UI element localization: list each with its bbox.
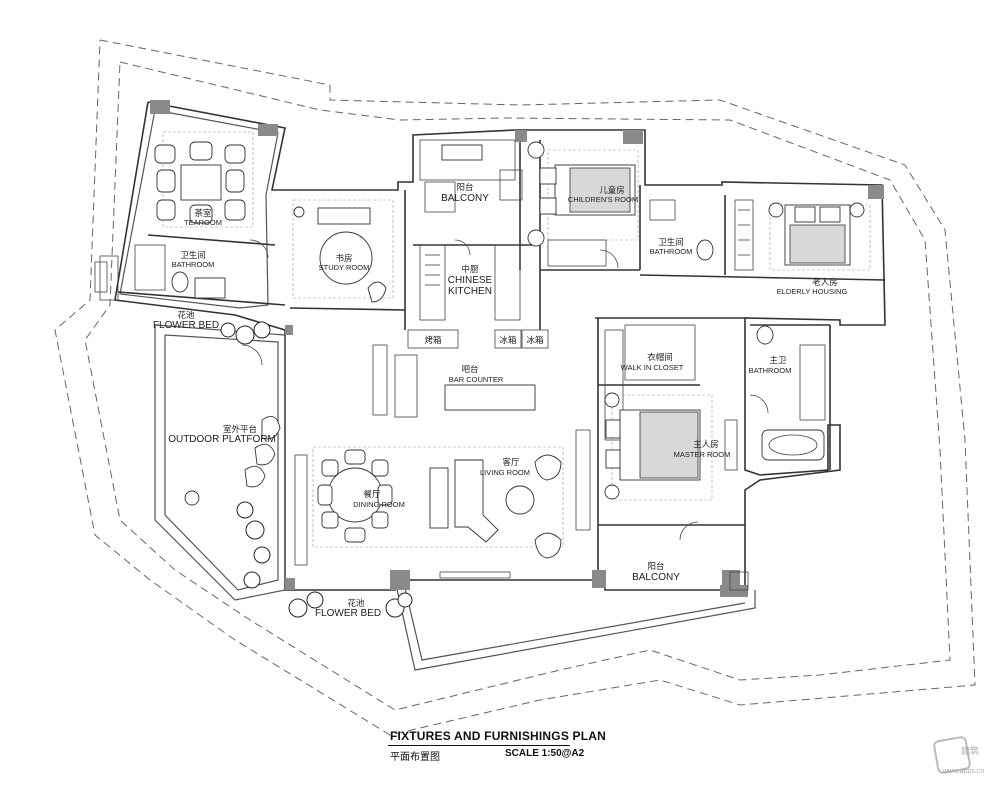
roof-outline [54,39,976,736]
label-flower-bed-n-en: FLOWER BED [153,320,219,331]
label-bar-en: BAR COUNTER [449,375,504,384]
door-swings [241,239,769,541]
label-study-cn: 书房 [335,253,352,264]
kitchen-balcony-fixtures [407,139,549,349]
label-kitchen-en1: CHINESE [448,275,493,286]
living-dining-furniture [294,429,591,579]
label-oven: 烤箱 [424,335,442,346]
trees [220,321,413,618]
label-bathroom-nw-cn: 卫生间 [180,250,206,261]
label-kitchen-cn: 中厨 [461,264,479,275]
label-living-cn: 客厅 [502,457,520,468]
room-labels: 茶室 TEAROOM 卫生间 BATHROOM 花池 FLOWER BED 书房… [153,182,848,619]
study-furniture [292,199,394,303]
label-living-en: LIVING ROOM [480,468,530,477]
label-bathroom-mid-en: BATHROOM [650,247,693,256]
label-outdoor-en: OUTDOOR PLATFORM [168,434,276,445]
title-underline [388,745,570,746]
plan-scale: SCALE 1:50@A2 [505,748,585,759]
label-master-bath-en: BATHROOM [749,366,792,375]
label-tearoom-cn: 茶室 [194,208,212,219]
label-fridge-2: 冰箱 [526,335,544,346]
label-dining-en: DINING ROOM [353,500,405,509]
label-closet-en: WALK IN CLOSET [621,363,684,372]
label-bathroom-mid-cn: 卫生间 [658,237,684,248]
label-balcony-n-en: BALCONY [441,193,489,204]
tearoom-furniture [154,131,254,228]
children-room-furniture [527,141,639,267]
label-children-en: CHILDREN'S ROOM [568,195,638,204]
label-bathroom-nw-en: BATHROOM [172,260,215,269]
label-balcony-n-cn: 阳台 [456,182,473,193]
label-dining-cn: 餐厅 [363,490,381,500]
label-closet-cn: 衣帽间 [647,352,673,363]
label-elderly-en: ELDERLY HOUSING [777,287,848,296]
label-master-bath-cn: 主卫 [769,355,787,366]
watermark-logo: 建筑 www.abbs.cn [932,735,991,778]
plan-title: FIXTURES AND FURNISHINGS PLAN [390,729,607,743]
label-master-en: MASTER ROOM [674,450,731,459]
label-children-cn: 儿童房 [599,185,625,196]
label-study-en: STUDY ROOM [319,263,370,272]
outdoor-platform-furniture [184,415,749,591]
label-balcony-s-en: BALCONY [632,572,680,583]
label-fridge-1: 冰箱 [499,335,517,346]
label-outdoor-cn: 室外平台 [223,424,257,435]
label-kitchen-en2: KITCHEN [448,286,492,297]
label-bar-cn: 吧台 [461,364,478,375]
label-elderly-cn: 老人房 [812,277,838,288]
label-balcony-s-cn: 阳台 [647,561,664,572]
bathroom-nw-fixtures [94,244,226,301]
plan-title-cn: 平面布置图 [390,752,440,763]
label-master-cn: 主人房 [693,439,719,450]
label-flower-bed-s-en: FLOWER BED [315,608,381,619]
label-flower-bed-s-cn: 花池 [347,598,365,609]
label-flower-bed-n-cn: 花池 [177,310,195,321]
label-tearoom-en: TEAROOM [184,218,222,227]
elderly-room-furniture [649,199,871,271]
master-suite-furniture [372,324,826,501]
